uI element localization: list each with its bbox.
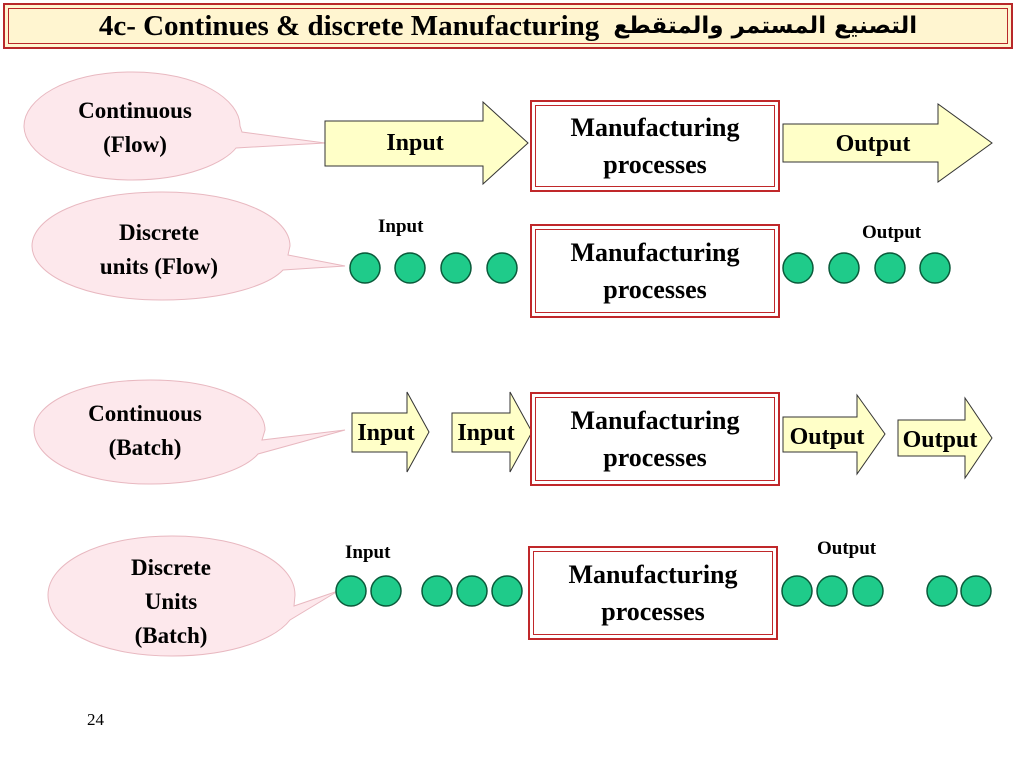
process-line: processes — [601, 597, 705, 626]
process-line: Manufacturing — [568, 560, 738, 589]
unit-circle — [486, 252, 518, 284]
process-line: processes — [603, 443, 707, 472]
units-discrete-batch-input — [335, 575, 523, 607]
input-label-batch-1: Input — [357, 419, 415, 446]
callout-line: Continuous — [88, 401, 202, 426]
units-discrete-batch-output — [781, 575, 992, 607]
units-discrete-flow-output — [782, 252, 951, 284]
unit-circle — [456, 575, 488, 607]
process-label: Manufacturing processes — [535, 229, 775, 313]
unit-circle — [816, 575, 848, 607]
unit-circle — [370, 575, 402, 607]
callout-bubble-continuous-batch — [33, 379, 346, 485]
callout-bubbles — [23, 71, 346, 657]
unit-circle — [491, 575, 523, 607]
unit-circle — [394, 252, 426, 284]
callout-discrete-units-batch: Discrete Units (Batch) — [76, 551, 266, 653]
process-line: Manufacturing — [570, 113, 740, 142]
output-label-discrete-flow: Output — [862, 222, 922, 243]
process-label: Manufacturing processes — [535, 397, 775, 481]
output-label-batch-1: Output — [789, 423, 865, 450]
callout-line: Discrete — [130, 555, 212, 580]
unit-circle — [782, 252, 814, 284]
unit-circle — [828, 252, 860, 284]
unit-circle — [421, 575, 453, 607]
process-label: Manufacturing processes — [535, 105, 775, 187]
unit-circle — [440, 252, 472, 284]
callout-line: Discrete — [118, 220, 200, 245]
process-box-discrete-units-flow: Manufacturing processes — [530, 224, 780, 318]
title-arabic: التصنيع المستمر والمتقطع — [613, 13, 918, 39]
callout-line: (Batch) — [134, 623, 208, 648]
process-line: processes — [603, 150, 707, 179]
process-label: Manufacturing processes — [533, 551, 773, 635]
unit-circle — [781, 575, 813, 607]
arrow-output-batch-2 — [897, 396, 993, 480]
callout-bubble-discrete-units-flow — [31, 191, 346, 301]
callout-continuous-batch: Continuous (Batch) — [50, 397, 240, 465]
input-label-batch-2: Input — [457, 419, 515, 446]
callout-discrete-units-flow: Discrete units (Flow) — [64, 216, 254, 284]
unit-circle — [335, 575, 367, 607]
flow-arrows — [324, 100, 993, 480]
unit-circle — [960, 575, 992, 607]
arrow-input-flow — [324, 100, 529, 186]
arrow-output-flow — [782, 103, 993, 183]
callout-continuous-flow: Continuous (Flow) — [40, 94, 230, 162]
arrow-output-batch-1 — [782, 393, 886, 476]
callout-line: units (Flow) — [99, 254, 219, 279]
arrow-input-batch-1 — [351, 391, 430, 473]
title-inner: 4c- Continues & discrete Manufacturing ا… — [8, 8, 1008, 44]
process-box-continuous-batch: Manufacturing processes — [530, 392, 780, 486]
output-label-discrete-batch: Output — [817, 538, 877, 559]
page-number: 24 — [87, 710, 104, 729]
unit-circle — [926, 575, 958, 607]
units-discrete-flow-input — [349, 252, 518, 284]
callout-line: (Batch) — [108, 435, 182, 460]
process-line: Manufacturing — [570, 406, 740, 435]
process-line: Manufacturing — [570, 238, 740, 267]
title-bar: 4c- Continues & discrete Manufacturing ا… — [3, 3, 1013, 49]
callout-bubble-continuous-flow — [23, 71, 326, 181]
callout-line: Continuous — [78, 98, 192, 123]
process-line: processes — [603, 275, 707, 304]
input-label-continuous-flow: Input — [386, 130, 444, 156]
process-box-discrete-units-batch: Manufacturing processes — [528, 546, 778, 640]
title-english: 4c- Continues & discrete Manufacturing — [98, 9, 600, 42]
unit-circle — [852, 575, 884, 607]
input-label-discrete-flow: Input — [378, 216, 424, 237]
callout-line: Units — [144, 589, 198, 614]
unit-circle — [919, 252, 951, 284]
input-label-discrete-batch: Input — [345, 542, 391, 563]
unit-circle — [874, 252, 906, 284]
output-label-continuous-flow: Output — [835, 130, 911, 157]
callout-bubble-discrete-units-batch — [47, 535, 339, 657]
unit-circle — [349, 252, 381, 284]
output-label-batch-2: Output — [902, 426, 978, 453]
arrow-input-batch-2 — [451, 391, 533, 473]
process-box-continuous-flow: Manufacturing processes — [530, 100, 780, 192]
callout-line: (Flow) — [103, 132, 167, 157]
